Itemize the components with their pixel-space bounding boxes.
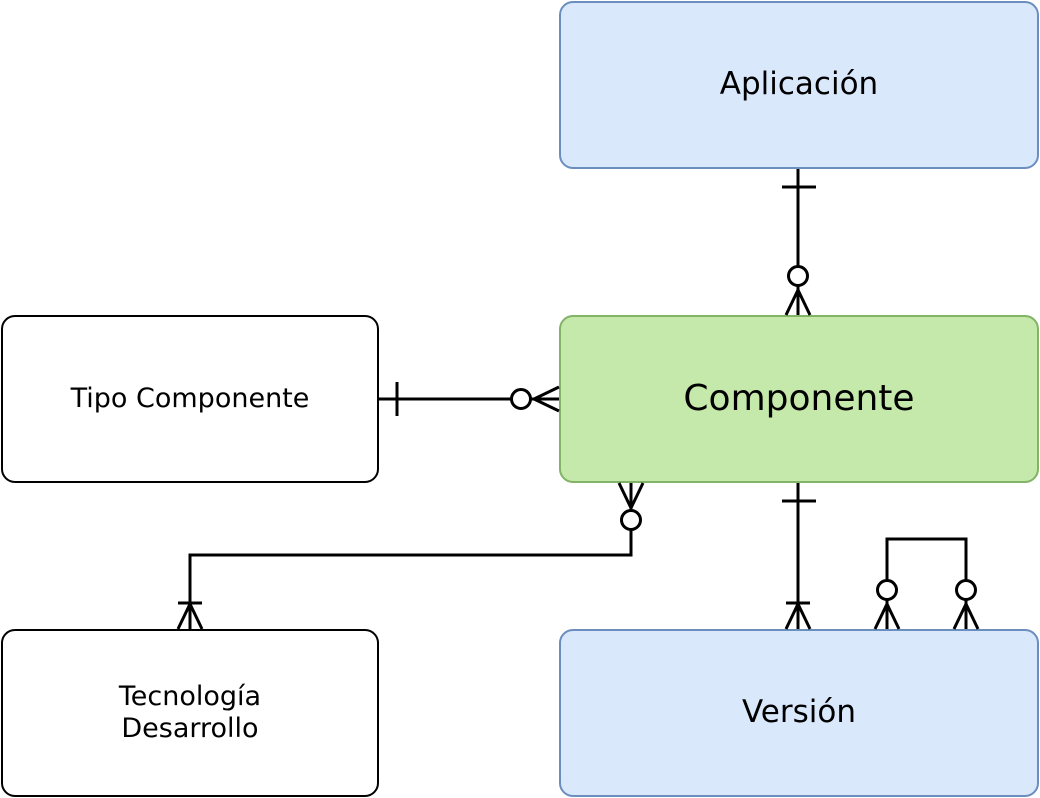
crowfoot-mark: [784, 286, 812, 316]
entity-version[interactable]: Versión: [559, 629, 1039, 797]
relationship-tipo-componente-componente[interactable]: [379, 382, 560, 416]
crowfoot-mark: [617, 482, 645, 512]
entity-aplicacion-label: Aplicación: [719, 66, 879, 103]
entity-tipo-componente[interactable]: Tipo Componente: [1, 315, 379, 483]
entity-tipo-componente-label: Tipo Componente: [70, 382, 310, 414]
relationship-aplicacion-componente[interactable]: [782, 169, 816, 316]
entity-tecnologia-desarrollo[interactable]: Tecnología Desarrollo: [1, 629, 379, 797]
crowfoot-mark: [530, 385, 560, 413]
zero-mark: [876, 579, 898, 601]
zero-mark: [955, 579, 977, 601]
zero-mark: [510, 388, 532, 410]
crowfoot-mark: [784, 600, 812, 630]
entity-aplicacion[interactable]: Aplicación: [559, 1, 1039, 169]
relationship-version-self[interactable]: [873, 537, 980, 630]
zero-mark: [620, 509, 642, 531]
crowfoot-mark: [873, 600, 901, 630]
crowfoot-mark: [952, 600, 980, 630]
entity-componente[interactable]: Componente: [559, 315, 1039, 483]
entity-componente-label: Componente: [683, 378, 915, 420]
zero-mark: [787, 265, 809, 287]
entity-version-label: Versión: [742, 694, 856, 731]
crowfoot-mark: [176, 600, 204, 630]
entity-tecnologia-desarrollo-label: Tecnología Desarrollo: [118, 680, 262, 744]
relationship-componente-tecnologia[interactable]: [176, 482, 645, 630]
relationship-componente-version[interactable]: [782, 483, 816, 630]
